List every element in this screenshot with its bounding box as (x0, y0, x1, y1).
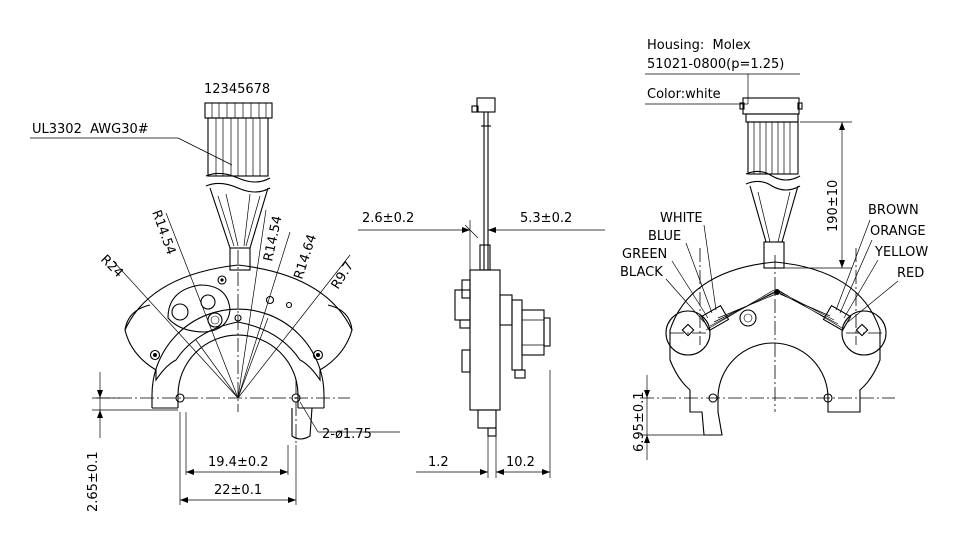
left-ribbon-cable (205, 117, 271, 271)
right-connector (742, 97, 800, 115)
wire-label-brown: BROWN (868, 203, 919, 218)
left-view: 12345678 UL3302 AWG30# (30, 82, 400, 512)
side-plate (469, 269, 501, 411)
right-ribbon-cable (745, 121, 801, 269)
side-dim-left-label: 2.6±0.2 (362, 211, 414, 226)
length-label: 190±10 (826, 180, 841, 232)
wire-label-white: WHITE (660, 211, 703, 226)
wire-spec-label: UL3302 AWG30# (32, 122, 149, 137)
color-label: Color:white (647, 87, 721, 102)
wire-label-green: GREEN (622, 247, 667, 262)
inner-width-label: 19.4±0.2 (208, 455, 269, 470)
radius-2-label: R14.54 (261, 214, 285, 262)
left-wire-leaders (665, 224, 717, 323)
left-connector (204, 102, 273, 119)
wire-label-black: BLACK (620, 265, 663, 280)
right-motor-right (841, 310, 887, 356)
side-connector (476, 97, 496, 113)
radius-3-label: R14.64 (292, 233, 321, 282)
right-height-label: 6.95±0.1 (632, 391, 647, 452)
radius-leaders (113, 209, 351, 399)
height-offset-label: 2.65±0.1 (86, 451, 101, 512)
wire-label-orange: ORANGE (870, 224, 926, 239)
housing-line1: Housing: Molex (647, 38, 751, 53)
side-motor (521, 309, 545, 356)
left-connector-pins (211, 103, 267, 118)
wire-label-yellow: YELLOW (874, 245, 928, 260)
right-view: Housing: Molex 51021-0800(p=1.25) Color:… (620, 38, 928, 460)
outer-width-label: 22±0.1 (214, 483, 262, 498)
right-wire-fan (700, 289, 852, 332)
side-dim-bottom-left-label: 1.2 (428, 455, 449, 470)
radius-outer-label: R24 (97, 252, 126, 281)
holes-leader (299, 401, 319, 433)
housing-line2: 51021-0800(p=1.25) (647, 57, 784, 72)
side-dim-bottom-right-label: 10.2 (506, 455, 535, 470)
side-dim-right-label: 5.3±0.2 (520, 211, 572, 226)
wire-label-red: RED (897, 266, 924, 281)
radius-4-label: R9.7 (329, 259, 357, 292)
wire-spec-leader (177, 137, 233, 166)
holes-label: 2-ø1.75 (322, 427, 372, 442)
right-plate (665, 261, 887, 436)
pin-numbers-label: 12345678 (204, 82, 270, 97)
wire-label-blue: BLUE (648, 229, 681, 244)
side-view: 2.6±0.2 5.3±0.2 1.2 10.2 (358, 97, 605, 478)
left-plate (124, 264, 353, 440)
right-motor-left (665, 310, 711, 356)
